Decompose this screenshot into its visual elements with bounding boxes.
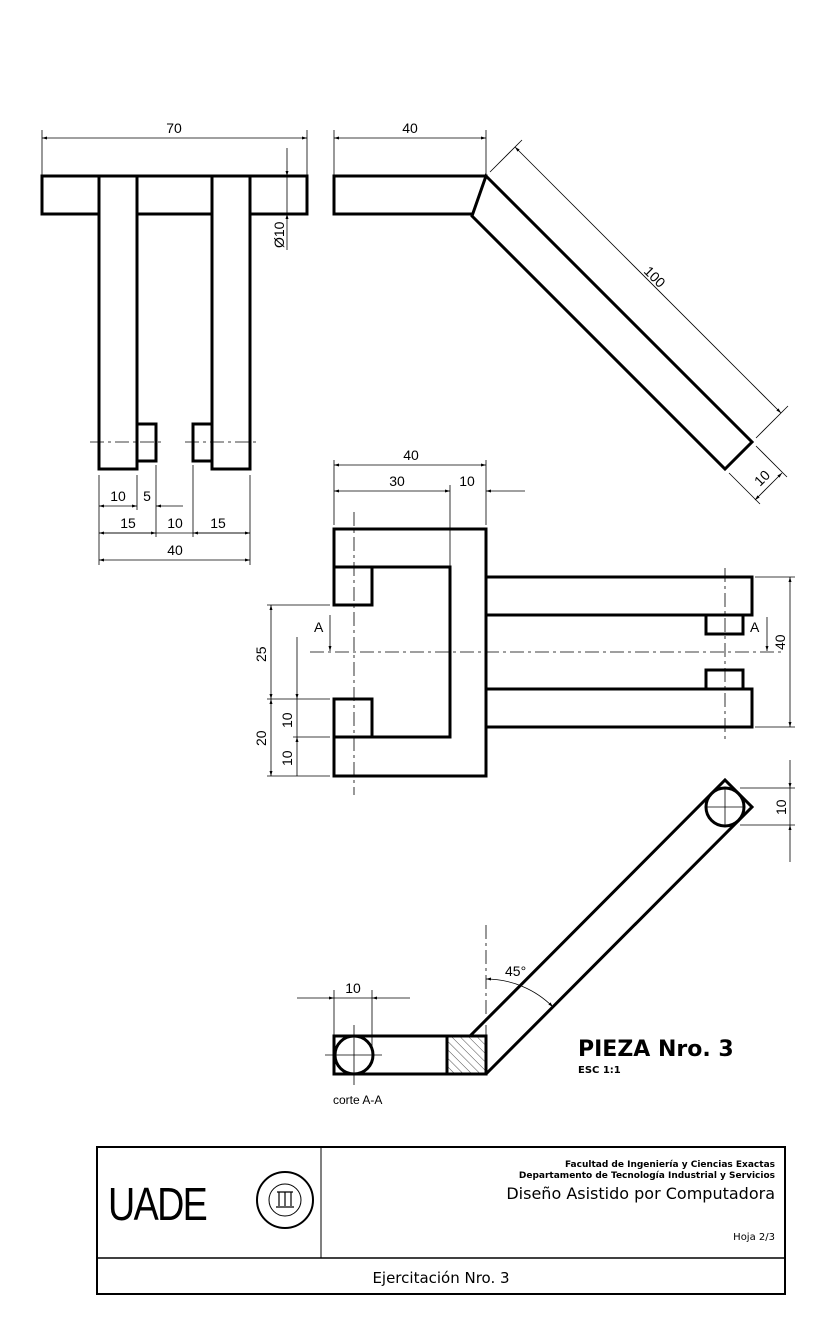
- dim-70: 70: [166, 120, 182, 136]
- dim-40-right: 40: [772, 634, 788, 650]
- exercise-title: Ejercitación Nro. 3: [372, 1269, 509, 1287]
- left-tab: [135, 422, 158, 463]
- dim-20: 20: [253, 730, 269, 746]
- right-tab: [191, 422, 214, 463]
- dim-10: 10: [110, 488, 126, 504]
- dim-15-right: 15: [210, 515, 226, 531]
- dim-15-left: 15: [120, 515, 136, 531]
- crossbar: [40, 174, 309, 216]
- dim-angle-45: 45°: [505, 963, 526, 979]
- dim-10: 10: [459, 473, 475, 489]
- dim-30: 30: [389, 473, 405, 489]
- dim-40: 40: [403, 447, 419, 463]
- dim-5: 5: [143, 488, 151, 504]
- hatched-section: [445, 1034, 488, 1076]
- left-leg: [97, 174, 139, 471]
- sheet-number: Hoja 2/3: [733, 1232, 775, 1243]
- dim-100: 100: [641, 263, 669, 291]
- section-marker-right: A: [750, 619, 760, 635]
- dim-10-middle: 10: [167, 515, 183, 531]
- dim-40: 40: [402, 120, 418, 136]
- university-seal-icon: [256, 1171, 314, 1229]
- department-name: Departamento de Tecnología Industrial y …: [519, 1171, 775, 1181]
- title-block: UADE Facultad de Ingeniería y Ciencias E…: [96, 1146, 786, 1295]
- section-caption: corte A-A: [333, 1093, 382, 1107]
- dim-10: 10: [345, 980, 361, 996]
- front-view: 70 Ø10 10 5 15 10 15 40: [40, 120, 309, 565]
- dim-diameter: Ø10: [271, 221, 287, 248]
- section-view: 45° 10 10 corte A-A: [297, 760, 795, 1107]
- top-view: 40 30 10 25 20 10 10 A A 40: [253, 447, 795, 795]
- faculty-name: Facultad de Ingeniería y Ciencias Exacta…: [565, 1160, 775, 1170]
- uade-logo: UADE: [108, 1178, 207, 1229]
- dim-10: 10: [751, 467, 773, 489]
- right-leg: [210, 174, 252, 471]
- dim-40: 40: [167, 542, 183, 558]
- part-title: PIEZA Nro. 3: [578, 1037, 734, 1062]
- dim-10-upper: 10: [279, 712, 295, 728]
- section-marker-left: A: [314, 619, 324, 635]
- dim-25: 25: [253, 646, 269, 662]
- part-scale: ESC 1:1: [578, 1065, 621, 1076]
- dim-10-right: 10: [773, 799, 789, 815]
- course-name: Diseño Asistido por Computadora: [506, 1184, 775, 1203]
- dim-10-lower: 10: [279, 750, 295, 766]
- side-view: 40 100 10: [332, 120, 789, 505]
